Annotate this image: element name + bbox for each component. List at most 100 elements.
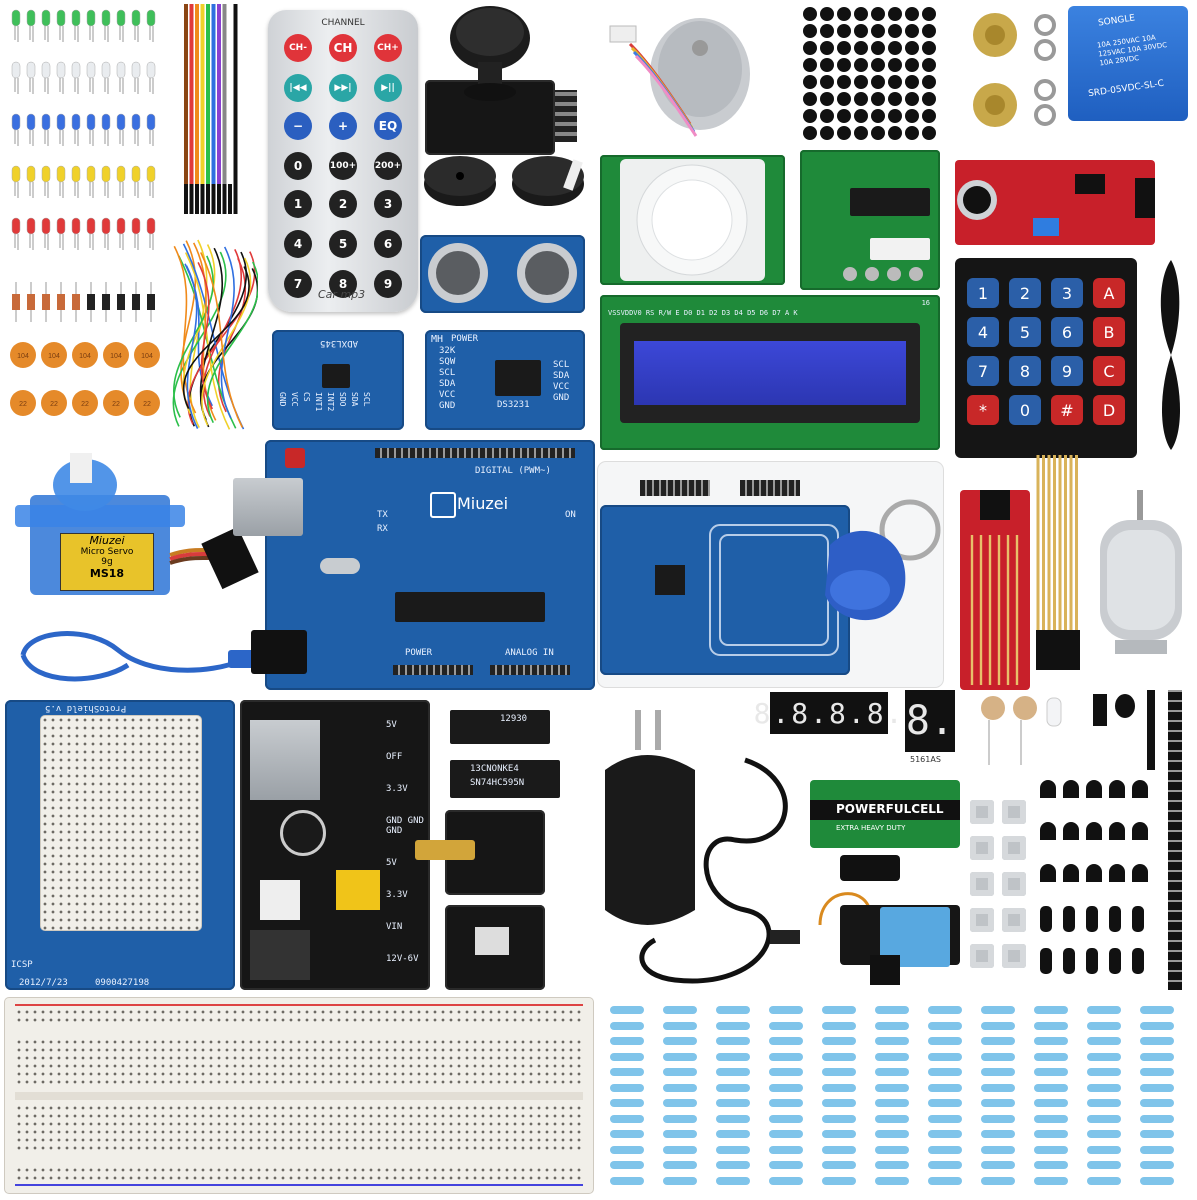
tactile-button[interactable] [970, 908, 994, 932]
dupont-ribbon-wires [178, 4, 248, 219]
led [132, 62, 140, 78]
led-array-graphic [8, 4, 163, 264]
remote-button[interactable]: 100+ [329, 152, 357, 180]
resistor [928, 1084, 962, 1092]
keypad-key[interactable]: # [1051, 395, 1083, 425]
tactile-button[interactable] [1002, 836, 1026, 860]
tactile-button[interactable] [1002, 908, 1026, 932]
remote-button[interactable]: 9 [374, 270, 402, 298]
matrix-dot [803, 109, 817, 123]
resistor [610, 1053, 644, 1061]
tactile-button[interactable] [970, 800, 994, 824]
tactile-button[interactable] [970, 872, 994, 896]
keypad-key[interactable]: C [1093, 356, 1125, 386]
remote-button[interactable]: 5 [329, 230, 357, 258]
proto-code: 0900427198 [95, 978, 149, 988]
matrix-dot [837, 75, 851, 89]
keypad-key[interactable]: 2 [1009, 278, 1041, 308]
led [42, 218, 50, 234]
remote-button[interactable]: 200+ [374, 152, 402, 180]
matrix-dot [820, 7, 834, 21]
accel-pin-label: CS [302, 392, 311, 411]
transistor [1132, 864, 1148, 882]
resistor [610, 1130, 644, 1138]
resistor [663, 1177, 697, 1185]
keypad-key[interactable]: 4 [967, 317, 999, 347]
remote-button[interactable]: CH- [284, 34, 312, 62]
remote-button[interactable]: 3 [374, 190, 402, 218]
rtc-right-pins: SCLSDAVCCGND [553, 360, 569, 403]
adxl-chip [322, 364, 350, 388]
tactile-button[interactable] [970, 836, 994, 860]
led [57, 218, 65, 234]
remote-button[interactable]: + [329, 112, 357, 140]
keypad-key[interactable]: B [1093, 317, 1125, 347]
matrix-dot [837, 58, 851, 72]
remote-button[interactable]: CH [329, 34, 357, 62]
led [57, 166, 65, 182]
keypad-key[interactable]: 7 [967, 356, 999, 386]
diode-row [8, 282, 163, 322]
remote-button[interactable]: EQ [374, 112, 402, 140]
remote-button[interactable]: CH+ [374, 34, 402, 62]
driver-leds [840, 264, 940, 284]
tactile-button[interactable] [970, 944, 994, 968]
ribbon-graphic [178, 4, 248, 219]
proto-shield: ProtoShield v.5 2012/7/23 0900427198 ICS… [5, 700, 235, 990]
led [12, 10, 20, 26]
usb-b-port [233, 478, 303, 536]
keypad-key[interactable]: D [1093, 395, 1125, 425]
transistor [1086, 822, 1102, 840]
rtc-pin-label: VCC [439, 390, 455, 400]
remote-button[interactable]: |◀◀ [284, 74, 312, 102]
keypad-key[interactable]: 5 [1009, 317, 1041, 347]
resistor [981, 1161, 1015, 1169]
relay: SONGLE 10A 250VAC 10A 125VAC 10A 30VDC 1… [1068, 6, 1188, 121]
rfid-keyfob[interactable] [800, 495, 960, 635]
keypad-key[interactable]: 1 [967, 278, 999, 308]
joystick-cap[interactable] [445, 2, 535, 102]
matrix-dot [922, 58, 936, 72]
svg-text:104: 104 [48, 353, 60, 360]
remote-button[interactable]: − [284, 112, 312, 140]
svg-text:104: 104 [110, 353, 122, 360]
remote-button[interactable]: 4 [284, 230, 312, 258]
led [57, 114, 65, 130]
matrix-dot [922, 24, 936, 38]
matrix-dot [888, 7, 902, 21]
remote-button[interactable]: 1 [284, 190, 312, 218]
keypad-key[interactable]: 9 [1051, 356, 1083, 386]
led [102, 114, 110, 130]
dc-jack [251, 630, 307, 674]
matrix-dot [803, 41, 817, 55]
keypad-key[interactable]: A [1093, 278, 1125, 308]
resistor [1140, 1068, 1174, 1076]
remote-button[interactable]: 0 [284, 152, 312, 180]
remote-button[interactable]: 2 [329, 190, 357, 218]
keypad-key[interactable]: 8 [1009, 356, 1041, 386]
single-digit-readout: 8. [906, 698, 954, 744]
tactile-button[interactable] [1002, 872, 1026, 896]
transistor [1086, 780, 1102, 798]
matrix-dot [905, 75, 919, 89]
keypad-key[interactable]: 6 [1051, 317, 1083, 347]
matrix-dot [888, 92, 902, 106]
reset-button[interactable] [285, 448, 305, 468]
keypad-key[interactable]: 0 [1009, 395, 1041, 425]
led [132, 218, 140, 234]
power-switch[interactable] [260, 880, 300, 920]
tactile-button[interactable] [1002, 944, 1026, 968]
keypad-key[interactable]: 3 [1051, 278, 1083, 308]
matrix-dot [820, 109, 834, 123]
usb-a-port [250, 720, 320, 800]
remote-button[interactable]: 6 [374, 230, 402, 258]
rail-bottom-blue [15, 1184, 583, 1186]
matrix-dot [888, 24, 902, 38]
remote-button[interactable]: 7 [284, 270, 312, 298]
remote-button[interactable]: ▶|| [374, 74, 402, 102]
9v-battery: POWERFULCELL EXTRA HEAVY DUTY [810, 780, 960, 848]
tactile-button[interactable] [1002, 800, 1026, 824]
rtc-pin-label: SCL [439, 368, 455, 378]
remote-button[interactable]: ▶▶| [329, 74, 357, 102]
keypad-key[interactable]: * [967, 395, 999, 425]
